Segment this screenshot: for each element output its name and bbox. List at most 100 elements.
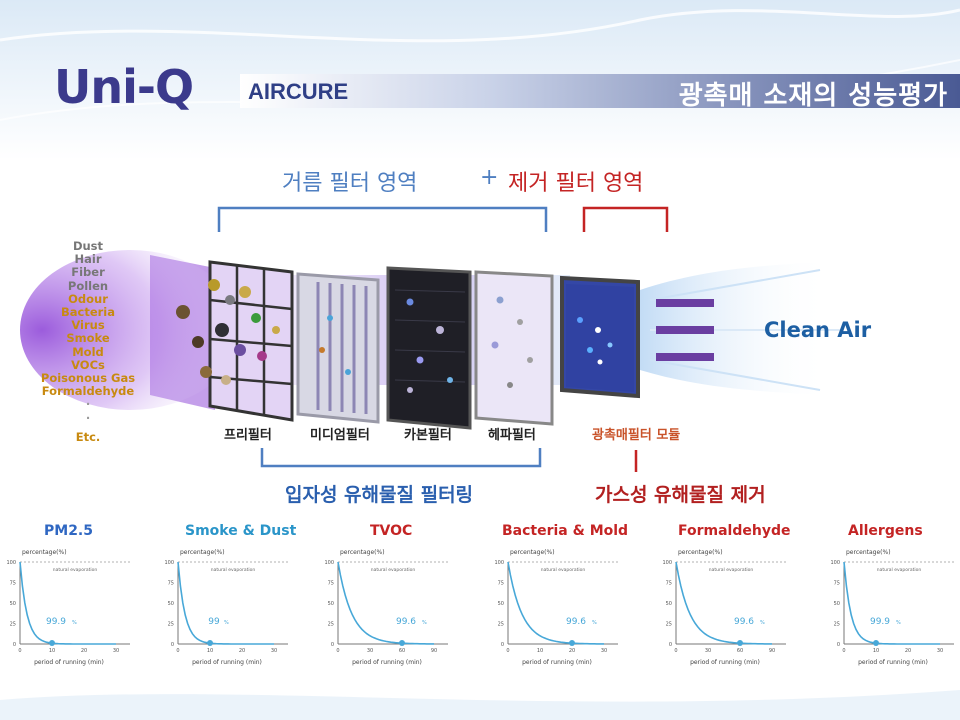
y-tick-label: 0 <box>669 642 672 648</box>
y-tick-label: 50 <box>834 601 840 607</box>
y-tick-label: 0 <box>13 642 16 648</box>
evaporation-label: natural evaporation <box>541 567 586 573</box>
achievement-point <box>49 640 55 646</box>
removal-rate-value: 99.6 <box>734 617 754 627</box>
particle <box>416 356 424 364</box>
particle <box>345 369 351 375</box>
aircure-brand: AIRCURE <box>248 79 349 104</box>
plus-sign: + <box>480 165 499 190</box>
x-axis-label: period of running (min) <box>522 659 592 666</box>
hepa-filter-panel <box>474 270 554 426</box>
y-axis-label: percentage(%) <box>678 549 723 556</box>
particle <box>496 296 504 304</box>
photocatalyst-filter-panel <box>560 275 640 399</box>
y-tick-label: 75 <box>10 581 16 587</box>
photocatalyst-filter-label: 광촉매필터 모듈 <box>592 428 681 443</box>
pollutant-item: Smoke <box>66 331 110 346</box>
chart-title: Smoke & Dust <box>185 523 297 539</box>
x-axis-label: period of running (min) <box>690 659 760 666</box>
y-axis-label: percentage(%) <box>340 549 385 556</box>
pollutant-item: · <box>85 397 91 412</box>
y-tick-label: 100 <box>164 560 174 566</box>
medium-filter-label: 미디엄필터 <box>310 428 370 443</box>
purple-arrows <box>656 299 714 361</box>
y-tick-label: 50 <box>168 601 174 607</box>
x-tick-label: 0 <box>176 648 179 654</box>
y-axis-label: percentage(%) <box>180 549 225 556</box>
pollutant-item: Virus <box>71 318 105 333</box>
particle-group <box>176 279 613 393</box>
y-tick-label: 0 <box>331 642 334 648</box>
particle <box>272 326 280 334</box>
achievement-point <box>399 640 405 646</box>
y-tick-label: 25 <box>498 622 504 628</box>
x-tick-label: 10 <box>873 648 879 654</box>
y-tick-label: 25 <box>666 622 672 628</box>
removal-filter-area-label: 제거 필터 영역 <box>508 171 644 196</box>
uni-q-logo: Uni-Q <box>54 60 194 114</box>
y-axis-label: percentage(%) <box>510 549 555 556</box>
y-tick-label: 100 <box>6 560 16 566</box>
achievement-point <box>737 640 743 646</box>
x-tick-label: 30 <box>367 648 373 654</box>
particle <box>595 327 601 333</box>
evaporation-label: natural evaporation <box>877 567 922 573</box>
x-tick-label: 90 <box>431 648 437 654</box>
x-tick-label: 0 <box>506 648 509 654</box>
x-tick-label: 20 <box>81 648 87 654</box>
x-tick-label: 30 <box>113 648 119 654</box>
y-tick-label: 100 <box>830 560 840 566</box>
y-axis-label: percentage(%) <box>846 549 891 556</box>
pollutant-item: VOCs <box>71 357 105 372</box>
evaporation-label: natural evaporation <box>53 567 98 573</box>
particle <box>192 336 204 348</box>
page-title: 광촉매 소재의 성능평가 <box>678 81 948 111</box>
pollutant-item: Formaldehyde <box>41 384 135 399</box>
particle <box>447 377 453 383</box>
pollutant-item: Odour <box>68 291 108 306</box>
pollutant-item: Mold <box>72 344 104 359</box>
x-tick-label: 60 <box>399 648 405 654</box>
x-tick-label: 0 <box>842 648 845 654</box>
particle <box>257 351 267 361</box>
particle <box>239 286 251 298</box>
removal-rate-value: 99.9 <box>870 617 890 627</box>
pollutant-item: Etc. <box>75 429 101 444</box>
y-tick-label: 25 <box>10 622 16 628</box>
removal-rate-value: 99 <box>208 617 220 627</box>
y-axis-label: percentage(%) <box>22 549 67 556</box>
y-tick-label: 75 <box>498 581 504 587</box>
header-bar <box>240 74 960 108</box>
x-tick-label: 0 <box>674 648 677 654</box>
decay-curve <box>19 561 116 645</box>
particle <box>527 357 533 363</box>
coarse-filter-bracket <box>217 206 548 232</box>
chart-title: Allergens <box>848 523 923 539</box>
clean-air-label: Clean Air <box>764 318 872 342</box>
gas-removal-caption: 가스성 유해물질 제거 <box>595 484 766 506</box>
y-tick-label: 100 <box>662 560 672 566</box>
x-tick-label: 10 <box>49 648 55 654</box>
chart-title: Bacteria & Mold <box>502 523 629 539</box>
x-tick-label: 30 <box>705 648 711 654</box>
x-tick-label: 10 <box>537 648 543 654</box>
removal-rate-value: 99.6 <box>396 617 416 627</box>
achievement-point <box>873 640 879 646</box>
removal-rate-percent: % <box>224 620 229 626</box>
x-tick-label: 0 <box>336 648 339 654</box>
particle <box>327 315 333 321</box>
x-tick-label: 90 <box>769 648 775 654</box>
y-tick-label: 50 <box>10 601 16 607</box>
x-axis-label: period of running (min) <box>192 659 262 666</box>
pollutant-item: Fiber <box>71 265 105 280</box>
decay-chart: percentage(%) 100 75 50 25 0 natural evaporati… <box>6 549 130 666</box>
x-tick-label: 20 <box>239 648 245 654</box>
removal-rate-percent: % <box>760 620 765 626</box>
coarse-filter-area-label: 거름 필터 영역 <box>282 171 418 196</box>
x-tick-label: 10 <box>207 648 213 654</box>
pollutant-item: Bacteria <box>60 305 115 320</box>
y-tick-label: 25 <box>328 622 334 628</box>
